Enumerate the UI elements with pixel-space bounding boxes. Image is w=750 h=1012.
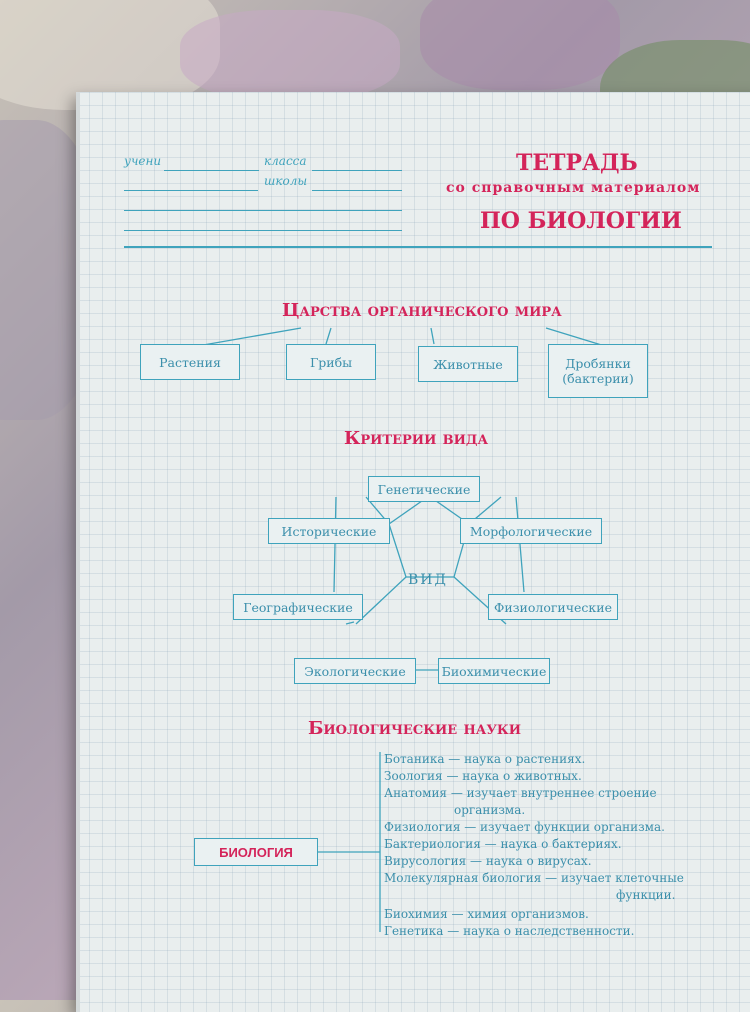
school-line xyxy=(312,190,402,191)
science-line-anatomy: Анатомия — изучает внутреннее строение xyxy=(384,786,657,800)
science-line-anatomy-cont: организма. xyxy=(454,803,526,817)
notebook-title: ТЕТРАДЬ xyxy=(516,150,638,176)
species-center: ВИД xyxy=(408,572,448,588)
criterion-genetic: Генетические xyxy=(368,476,480,502)
page-edge xyxy=(76,92,80,1012)
science-line-genetics: Генетика — наука о наследственности. xyxy=(384,924,635,938)
notebook-subject: ПО БИОЛОГИИ xyxy=(480,208,682,234)
science-line-bacteriology: Бактериология — наука о бактериях. xyxy=(384,837,622,851)
blank-line-2 xyxy=(124,230,402,231)
class-label: класса xyxy=(264,154,307,168)
science-line-molecular-cont: функции. xyxy=(616,888,676,902)
kingdom-animals: Животные xyxy=(418,346,518,382)
notebook-page: учени класса школы ТЕТРАДЬ со справочным… xyxy=(76,92,750,1012)
science-line-virology: Вирусология — наука о вирусах. xyxy=(384,854,592,868)
name-line xyxy=(124,190,258,191)
science-line-molecular: Молекулярная биология — изучает клеточны… xyxy=(384,871,684,885)
criterion-physiological: Физиологические xyxy=(488,594,618,620)
sciences-title: Биологические науки xyxy=(308,718,522,739)
student-label: учени xyxy=(124,154,162,168)
kingdoms-title: Царства органического мира xyxy=(282,300,562,321)
school-label: школы xyxy=(264,174,308,188)
criterion-historical: Исторические xyxy=(268,518,390,544)
class-line xyxy=(312,170,402,171)
kingdom-fungi: Грибы xyxy=(286,344,376,380)
criterion-morphological: Морфологические xyxy=(460,518,602,544)
science-line-biochemistry: Биохимия — химия организмов. xyxy=(384,907,589,921)
kingdom-plants: Растения xyxy=(140,344,240,380)
criterion-biochemical: Биохимические xyxy=(438,658,550,684)
science-line-zoology: Зоология — наука о животных. xyxy=(384,769,582,783)
science-line-physiology: Физиология — изучает функции организма. xyxy=(384,820,665,834)
blank-line-1 xyxy=(124,210,402,211)
criterion-geographical: Географические xyxy=(233,594,363,620)
criterion-ecological: Экологические xyxy=(294,658,416,684)
criteria-title: Критерии вида xyxy=(344,428,489,449)
notebook-subtitle: со справочным материалом xyxy=(446,180,701,196)
kingdom-bacteria: Дробянки (бактерии) xyxy=(548,344,648,398)
science-line-botany: Ботаника — наука о растениях. xyxy=(384,752,586,766)
student-line xyxy=(164,170,259,171)
biology-root-box: БИОЛОГИЯ xyxy=(194,838,318,866)
header-divider xyxy=(124,246,712,248)
